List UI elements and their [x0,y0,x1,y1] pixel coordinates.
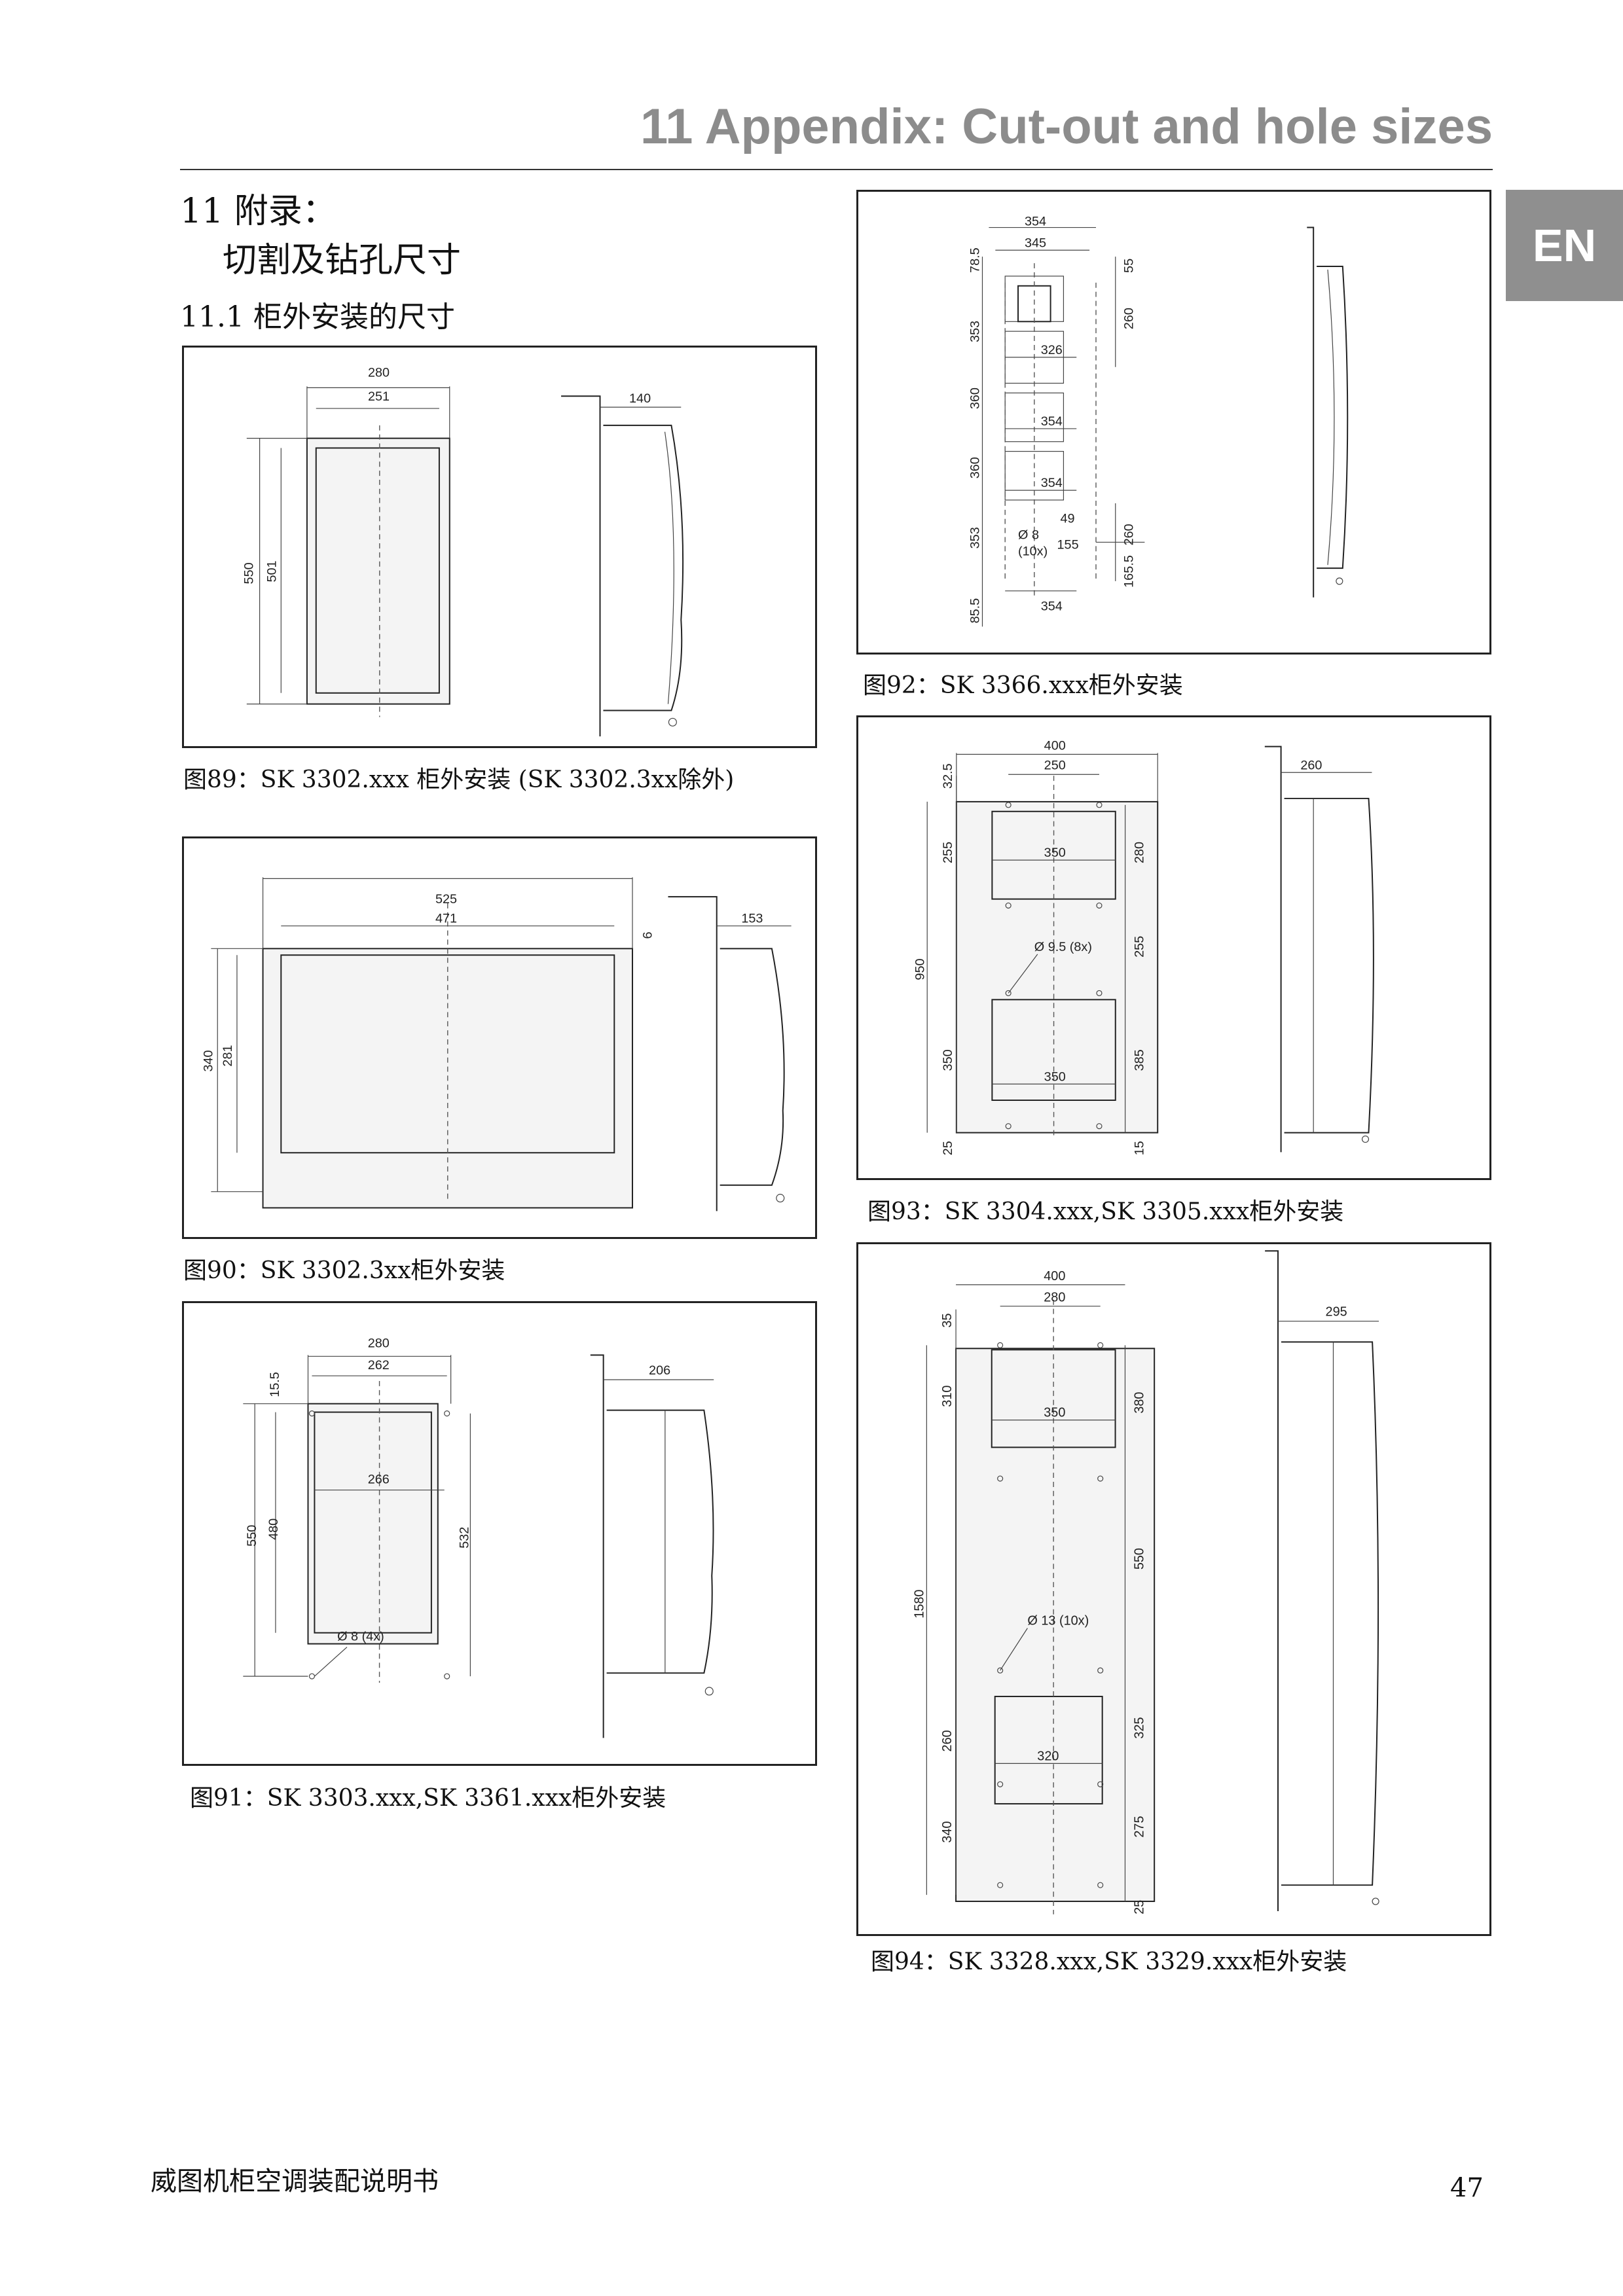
dim-label: 260 [1300,758,1322,772]
dim-label: 380 [1132,1392,1146,1414]
dim-label: 251 [368,389,390,404]
dim-label: 326 [1041,343,1063,357]
dim-label: 340 [940,1821,955,1842]
dim-label: Ø 8 [1018,528,1039,542]
dim-label: 155 [1057,537,1079,552]
language-tab: EN [1506,190,1623,301]
subsection-title: 11.1 柜外安装的尺寸 [180,300,455,334]
dim-label: 6 [641,931,655,939]
dim-label: 400 [1044,1269,1065,1283]
dim-label: 385 [1132,1049,1146,1071]
figure-93-caption: 图93：SK 3304.xxx,SK 3305.xxx柜外安装 [867,1198,1344,1225]
figure-91-caption: 图91：SK 3303.xxx,SK 3361.xxx柜外安装 [190,1785,666,1812]
dim-label: 550 [1132,1548,1146,1570]
figure-92-caption: 图92：SK 3366.xxx柜外安装 [863,672,1183,699]
dim-label: 275 [1132,1816,1146,1837]
dim-label: 350 [1044,846,1066,860]
figure-92: 354 345 78.5 55 353 260 326 360 354 360 … [856,190,1491,655]
dim-label: 25 [941,1141,955,1155]
dim-label: 206 [649,1363,670,1378]
dim-label: 255 [1132,936,1146,958]
section-title: 11 附录： [180,192,337,231]
dim-label: 360 [968,387,983,409]
dim-label: 480 [266,1518,281,1540]
header-rule [180,169,1493,170]
dim-label: 340 [201,1050,215,1071]
dim-label: 15 [1132,1141,1146,1155]
dim-label: 501 [264,560,279,582]
dim-label: 325 [1132,1717,1146,1738]
dim-label: 353 [968,527,983,548]
figure-94-caption: 图94：SK 3328.xxx,SK 3329.xxx柜外安装 [871,1948,1347,1975]
dim-label: 85.5 [968,598,983,624]
dim-label: 260 [1122,524,1137,545]
dim-label: 250 [1044,758,1066,772]
dim-label: 354 [1025,215,1046,229]
dim-label: 78.5 [968,247,983,273]
dim-label: 280 [1132,842,1146,863]
dim-label: 25 [1132,1900,1146,1914]
dim-label: 354 [1041,600,1063,614]
dim-label: 260 [1122,308,1137,329]
dim-label: 281 [221,1045,235,1067]
dim-label: 350 [1044,1406,1065,1420]
footer-doc-title: 威图机柜空调装配说明书 [151,2166,439,2197]
dim-label: 950 [913,958,927,980]
dim-label: 353 [968,321,983,342]
figure-90-caption: 图90：SK 3302.3xx柜外安装 [183,1257,505,1284]
dim-label: 35 [940,1313,955,1327]
dim-label: 320 [1037,1749,1059,1763]
dim-label: 140 [629,391,651,406]
page-number: 47 [1450,2173,1484,2203]
dim-label: 280 [368,1336,390,1350]
dim-label: 262 [368,1358,390,1372]
dim-label: 165.5 [1122,555,1137,588]
dim-label: 15.5 [268,1372,282,1397]
dim-label: 525 [435,892,457,906]
chapter-title: 11 Appendix: Cut-out and hole sizes [640,99,1493,154]
dim-label: 400 [1044,739,1066,753]
figure-89: 280 251 140 550 501 [182,346,817,748]
dim-label: 255 [941,842,955,863]
dim-label: 266 [368,1473,390,1487]
figure-94: 400 280 35 295 310 350 380 550 1580 Ø 13… [856,1242,1491,1936]
dim-label: 260 [940,1730,955,1751]
dim-label: 550 [245,1525,259,1547]
dim-label: 1580 [912,1590,926,1619]
dim-label: 49 [1060,512,1074,526]
dim-label: 32.5 [941,763,955,789]
figure-89-caption: 图89：SK 3302.xxx 柜外安装 (SK 3302.3xx除外) [183,766,735,793]
dim-label: Ø 9.5 (8x) [1034,940,1092,954]
dim-label: 280 [368,366,390,380]
dim-label: 354 [1041,476,1063,490]
figure-90: 525 471 153 6 340 281 [182,836,817,1239]
dim-label: 471 [435,912,457,926]
dim-label: 345 [1025,236,1046,250]
dim-label: Ø 8 (4x) [337,1630,384,1644]
dim-label: 350 [941,1049,955,1071]
dim-label: 310 [940,1386,955,1407]
dim-label: 295 [1326,1305,1347,1319]
section-title-line2: 切割及钻孔尺寸 [223,241,462,280]
dim-label: 550 [242,562,257,584]
dim-label: 532 [457,1527,471,1549]
figure-91: 280 262 15.5 266 550 480 532 206 Ø 8 (4x… [182,1301,817,1766]
dim-label: 360 [968,457,983,478]
dim-label: 55 [1122,259,1137,273]
dim-label: Ø 13 (10x) [1027,1614,1089,1628]
dim-label: 280 [1044,1291,1065,1305]
figure-93: 400 250 32.5 260 255 350 280 Ø 9.5 (8x) … [856,715,1491,1180]
dim-label: (10x) [1018,544,1048,558]
dim-label: 153 [741,912,763,926]
dim-label: 354 [1041,414,1063,429]
dim-label: 350 [1044,1069,1066,1084]
